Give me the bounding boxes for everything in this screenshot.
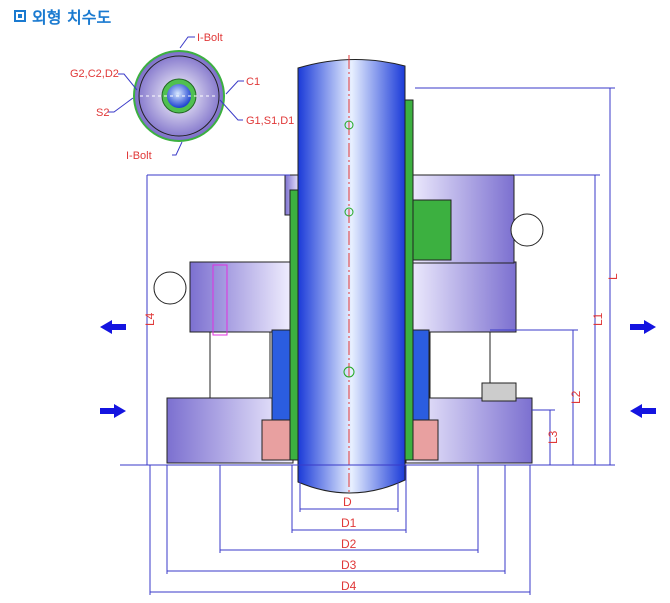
dim-d4: D4 bbox=[341, 579, 357, 593]
dim-l4: L4 bbox=[143, 312, 157, 326]
dim-d: D bbox=[343, 495, 352, 509]
dim-d1: D1 bbox=[341, 516, 357, 530]
label-i-bolt-bottom: I-Bolt bbox=[126, 150, 152, 162]
arrow-right-icon bbox=[100, 404, 126, 418]
section-title: 외형 치수도 bbox=[14, 4, 111, 28]
shaft bbox=[297, 55, 406, 495]
dimension-lines bbox=[120, 87, 615, 595]
section-title-text: 외형 치수도 bbox=[32, 8, 112, 27]
label-i-bolt-top: I-Bolt bbox=[197, 32, 223, 44]
label-c1: C1 bbox=[246, 76, 260, 88]
dim-d3: D3 bbox=[341, 558, 357, 572]
arrow-left-icon bbox=[630, 404, 656, 418]
label-s2: S2 bbox=[96, 107, 109, 119]
arrow-right-icon bbox=[630, 320, 656, 334]
arrow-left-icon bbox=[100, 320, 126, 334]
seal-section-view bbox=[153, 99, 544, 464]
label-g1-s1-d1: G1,S1,D1 bbox=[246, 115, 294, 127]
flow-arrows bbox=[100, 320, 656, 418]
dim-l: L bbox=[606, 273, 620, 280]
end-view: I-Bolt I-Bolt G2,C2,D2 S2 C1 G1,S1,D1 bbox=[70, 32, 294, 162]
label-g2-c2-d2: G2,C2,D2 bbox=[70, 68, 119, 80]
square-bullet-icon bbox=[14, 10, 26, 22]
dim-l1: L1 bbox=[591, 312, 605, 326]
dim-d2: D2 bbox=[341, 537, 357, 551]
dim-l3: L3 bbox=[546, 430, 560, 444]
dimension-labels: D D1 D2 D3 D4 L L1 L2 L3 L4 bbox=[143, 273, 620, 593]
dim-l2: L2 bbox=[569, 390, 583, 404]
